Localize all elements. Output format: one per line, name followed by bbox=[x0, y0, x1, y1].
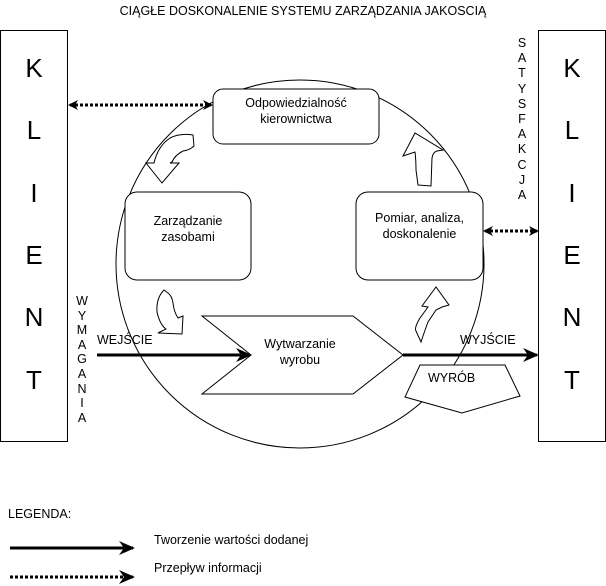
measurement-box bbox=[355, 191, 484, 281]
resources-line1: Zarządzanie bbox=[153, 214, 223, 228]
satisfaction-letter: S bbox=[517, 96, 527, 111]
left-client-box: K L I E N T bbox=[0, 30, 68, 442]
right-client-box: K L I E N T bbox=[538, 30, 606, 442]
resources-line2: zasobami bbox=[161, 230, 215, 244]
management-box bbox=[212, 88, 380, 145]
client-letter: I bbox=[568, 177, 576, 208]
production-line1: Wytwarzanie bbox=[264, 337, 336, 351]
curved-arrow-bottom-left bbox=[156, 289, 184, 335]
client-letter: K bbox=[25, 53, 43, 84]
satisfaction-letter: C bbox=[517, 157, 527, 172]
curved-arrow-top-right bbox=[401, 132, 445, 187]
satisfaction-letter: K bbox=[517, 142, 527, 157]
requirements-label: W Y M A G A N I A bbox=[76, 294, 88, 425]
product-label: WYRÓB bbox=[428, 371, 476, 385]
requirements-letter: A bbox=[77, 410, 87, 425]
production-line2: wyrobu bbox=[279, 353, 321, 367]
requirements-letter: G bbox=[77, 352, 87, 367]
input-label: WEJŚCIE bbox=[97, 333, 153, 347]
requirements-letter: N bbox=[77, 381, 87, 396]
satisfaction-letter: A bbox=[517, 51, 527, 66]
satisfaction-letter: F bbox=[518, 112, 526, 127]
resources-box bbox=[124, 191, 252, 281]
output-label: WYJŚCIE bbox=[460, 333, 516, 347]
satisfaction-letter: J bbox=[518, 172, 526, 187]
measurement-label: Pomiar, analiza, doskonalenie bbox=[356, 210, 483, 242]
client-letter: E bbox=[25, 240, 43, 271]
legend-item-information-flow: Przepływ informacji bbox=[154, 561, 262, 575]
satisfaction-letter: A bbox=[517, 127, 527, 142]
legend-title: LEGENDA: bbox=[8, 507, 72, 521]
client-letter: T bbox=[564, 364, 580, 395]
requirements-letter: A bbox=[77, 337, 87, 352]
requirements-letter: Y bbox=[77, 308, 87, 323]
requirements-letter: W bbox=[76, 294, 88, 308]
curved-arrow-bottom-right bbox=[415, 286, 450, 344]
requirements-letter: A bbox=[77, 366, 87, 381]
client-letter: K bbox=[563, 53, 581, 84]
client-letter: L bbox=[564, 115, 580, 146]
client-letter: T bbox=[26, 364, 42, 395]
requirements-letter: M bbox=[76, 323, 88, 338]
satisfaction-label: S A T Y S F A K C J A bbox=[516, 36, 528, 203]
requirements-letter: I bbox=[80, 396, 84, 411]
curved-arrow-top-left bbox=[144, 133, 195, 184]
client-letter: N bbox=[24, 302, 44, 333]
satisfaction-letter: Y bbox=[517, 81, 527, 96]
client-letter: L bbox=[26, 115, 42, 146]
satisfaction-letter: A bbox=[517, 188, 527, 203]
satisfaction-letter: S bbox=[517, 36, 527, 50]
client-letter: N bbox=[562, 302, 582, 333]
diagram-title: CIĄGŁE DOSKONALENIE SYSTEMU ZARZĄDZANIA … bbox=[119, 4, 487, 18]
production-label: Wytwarzanie wyrobu bbox=[240, 336, 360, 368]
management-line2: kierownictwa bbox=[260, 112, 332, 126]
product-shape bbox=[404, 364, 521, 414]
management-label: Odpowiedzialność kierownictwa bbox=[213, 95, 379, 127]
measurement-line2: doskonalenie bbox=[382, 227, 457, 241]
legend-item-value-added: Tworzenie wartości dodanej bbox=[154, 533, 309, 547]
satisfaction-letter: T bbox=[518, 66, 526, 81]
management-line1: Odpowiedzialność bbox=[245, 96, 347, 110]
measurement-line1: Pomiar, analiza, bbox=[375, 211, 464, 225]
client-letter: E bbox=[563, 240, 581, 271]
client-letter: I bbox=[30, 177, 38, 208]
resources-label: Zarządzanie zasobami bbox=[125, 213, 251, 245]
process-circle bbox=[115, 79, 485, 449]
